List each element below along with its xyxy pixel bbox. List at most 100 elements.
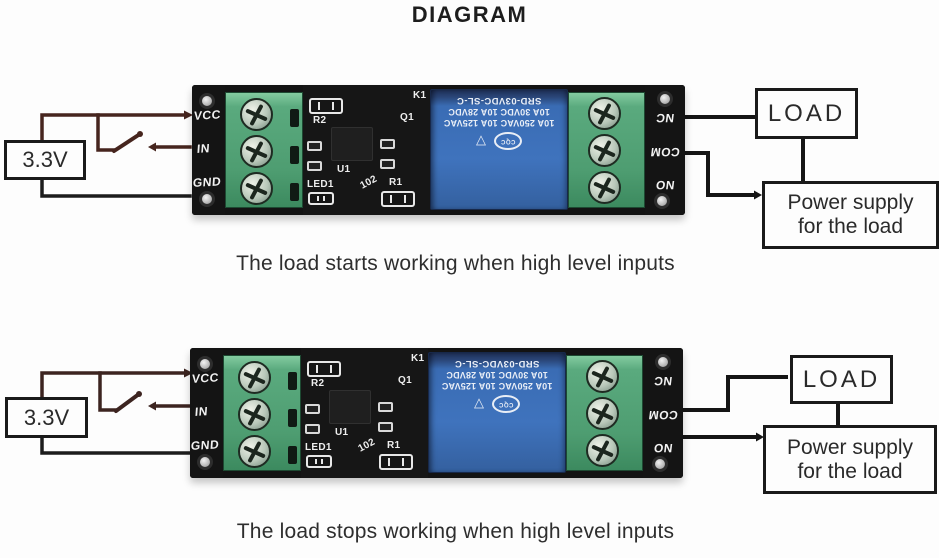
screw-icon bbox=[586, 397, 619, 430]
wire-com-load-bottom bbox=[678, 375, 788, 412]
screw-icon bbox=[588, 134, 621, 167]
resistor-footprint bbox=[309, 98, 343, 114]
screw-icon bbox=[238, 435, 271, 468]
silk-u1: U1 bbox=[335, 427, 349, 438]
optocoupler-ic bbox=[331, 127, 373, 161]
load-label: LOAD bbox=[802, 365, 881, 393]
optocoupler-ic bbox=[329, 390, 371, 424]
mounting-hole-icon bbox=[652, 456, 668, 472]
smd-component bbox=[380, 159, 395, 169]
load-box-bottom: LOAD bbox=[790, 355, 893, 404]
caption-top: The load starts working when high level … bbox=[236, 252, 675, 275]
switch-tip-dot-bottom bbox=[136, 391, 142, 397]
relay-print: CQC ▽ 10A 250VAC 10A 125VAC 10A 30VDC 10… bbox=[437, 95, 561, 201]
switch-tip-dot-top bbox=[137, 131, 143, 137]
smd-component bbox=[305, 424, 320, 434]
pcb-right-edge: NC COM NO bbox=[645, 85, 685, 215]
arrow-in-bottom bbox=[148, 401, 156, 411]
arrow-in-top bbox=[148, 142, 156, 152]
silk-q1: Q1 bbox=[398, 375, 412, 386]
smd-component bbox=[307, 141, 322, 151]
relay-rating-2: 10A 30VDC 10A 28VDC bbox=[446, 370, 548, 380]
relay-model: SRD-03VDC-SL-C bbox=[456, 95, 542, 106]
pin-label-vcc: VCC bbox=[191, 370, 220, 386]
terminal-block-input bbox=[225, 92, 303, 208]
relay-module-bottom: VCC IN GND R2 Q1 K1 U1 LED1 102 bbox=[190, 348, 683, 478]
silk-u1: U1 bbox=[337, 164, 351, 175]
voltage-source-box-bottom: 3.3V bbox=[5, 397, 88, 438]
pcb-left-edge: VCC IN GND bbox=[192, 85, 225, 215]
screw-icon bbox=[588, 171, 621, 204]
silk-q1: Q1 bbox=[400, 112, 414, 123]
mounting-hole-icon bbox=[655, 354, 671, 370]
relay-rating-1: 10A 250VAC 10A 125VAC bbox=[443, 118, 555, 128]
mounting-hole-icon bbox=[199, 93, 215, 109]
silk-r1: R1 bbox=[389, 177, 403, 188]
relay-rating-2: 10A 30VDC 10A 28VDC bbox=[448, 107, 550, 117]
pin-label-gnd: GND bbox=[192, 174, 222, 190]
smd-component bbox=[378, 402, 393, 412]
terminal-slot bbox=[288, 446, 297, 464]
cqc-logo-icon: CQC bbox=[494, 132, 522, 150]
silk-led1: LED1 bbox=[305, 442, 332, 453]
silk-r2: R2 bbox=[313, 115, 327, 126]
voltage-source-label: 3.3V bbox=[22, 147, 68, 172]
pcb-right-edge: NC COM NO bbox=[643, 348, 683, 478]
psu-label-line2: for the load bbox=[797, 459, 903, 483]
mounting-hole-icon bbox=[654, 193, 670, 209]
terminal-slot bbox=[290, 146, 299, 164]
silk-r1: R1 bbox=[387, 440, 401, 451]
screw-icon bbox=[238, 361, 271, 394]
relay-rating-1: 10A 250VAC 10A 125VAC bbox=[441, 381, 553, 391]
resistor-footprint bbox=[381, 191, 415, 207]
mounting-hole-icon bbox=[197, 454, 213, 470]
screw-icon bbox=[588, 97, 621, 130]
wire-vcc-top bbox=[40, 113, 186, 142]
pcb-silkscreen-area: R2 Q1 K1 U1 LED1 102 R1 bbox=[303, 85, 430, 215]
mounting-hole-icon bbox=[197, 356, 213, 372]
psu-label-line1: Power supply bbox=[787, 191, 914, 215]
terminal-slot bbox=[288, 409, 297, 427]
voltage-source-label: 3.3V bbox=[23, 404, 70, 430]
led-footprint bbox=[308, 192, 334, 205]
arrow-psu-top bbox=[754, 190, 762, 200]
pin-label-no: NO bbox=[652, 441, 674, 455]
relay-logos: CQC ▽ bbox=[476, 132, 522, 150]
caption-bottom: The load stops working when high level i… bbox=[236, 520, 675, 543]
mounting-hole-icon bbox=[657, 91, 673, 107]
pcb-silkscreen-area: R2 Q1 K1 U1 LED1 102 R1 bbox=[301, 348, 428, 478]
wire-switch-pole-bottom bbox=[98, 371, 118, 412]
resistor-footprint bbox=[307, 361, 341, 377]
page-title: DIAGRAM bbox=[411, 2, 528, 27]
mounting-hole-icon bbox=[199, 191, 215, 207]
pcb-left-edge: VCC IN GND bbox=[190, 348, 223, 478]
relay: CQC ▽ 10A 250VAC 10A 125VAC 10A 30VDC 10… bbox=[428, 352, 566, 473]
pin-label-com: COM bbox=[649, 145, 681, 159]
pin-label-nc: NC bbox=[654, 111, 676, 125]
screw-icon bbox=[240, 98, 273, 131]
silk-cap-code: 102 bbox=[356, 436, 378, 455]
psu-label-line2: for the load bbox=[797, 215, 904, 238]
psu-box-top: Power supply for the load bbox=[762, 181, 939, 249]
cqc-logo-icon: CQC bbox=[492, 395, 520, 413]
screw-icon bbox=[586, 434, 619, 467]
silk-k1: K1 bbox=[411, 353, 425, 364]
wire-vcc-bottom bbox=[40, 371, 186, 399]
screw-icon bbox=[586, 360, 619, 393]
smd-component bbox=[380, 139, 395, 149]
pin-label-com: COM bbox=[647, 408, 679, 422]
screw-icon bbox=[240, 135, 273, 168]
silk-led1: LED1 bbox=[307, 179, 334, 190]
psu-label-line1: Power supply bbox=[786, 435, 914, 459]
pin-label-no: NO bbox=[654, 178, 676, 192]
relay: CQC ▽ 10A 250VAC 10A 125VAC 10A 30VDC 10… bbox=[430, 89, 568, 210]
voltage-source-box-top: 3.3V bbox=[4, 140, 86, 180]
smd-component bbox=[305, 404, 320, 414]
wire-switch-blade-bottom bbox=[114, 392, 141, 413]
relay-logos: CQC ▽ bbox=[474, 395, 520, 413]
screw-icon bbox=[240, 172, 273, 205]
wire-switch-blade-top bbox=[112, 132, 142, 153]
pin-label-nc: NC bbox=[652, 374, 674, 388]
relay-model: SRD-03VDC-SL-C bbox=[454, 358, 540, 369]
